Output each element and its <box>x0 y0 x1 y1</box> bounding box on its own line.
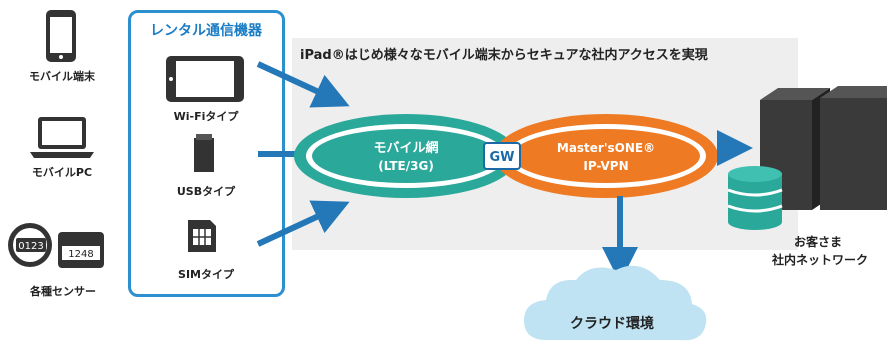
usb-modem-icon <box>194 134 214 172</box>
arrow-wifi <box>256 61 350 108</box>
rental-title: レンタル通信機器 <box>150 23 262 39</box>
smartphone-icon <box>46 10 76 62</box>
cloud-label: クラウド環境 <box>570 315 654 332</box>
mobile-network-label-2: (LTE/3G) <box>378 159 434 173</box>
destination-label-1: お客さま <box>794 234 842 249</box>
headline: iPad®はじめ様々なモバイル端末からセキュアな社内アクセスを実現 <box>300 48 708 63</box>
sim-card-icon <box>188 220 216 252</box>
mobile-network-ellipse-inner <box>312 129 500 183</box>
cloud-icon <box>524 265 707 341</box>
sensor-meter-icon: 0123 1248 <box>8 223 104 268</box>
destination-label-2: 社内ネットワーク <box>771 252 868 267</box>
database-icon <box>727 166 783 230</box>
gw-box <box>483 142 521 170</box>
sensor-label: 各種センサー <box>30 285 96 298</box>
meter-right-value: 1248 <box>68 249 93 260</box>
meter-left-value: 0123 <box>18 241 43 252</box>
laptop-icon <box>30 117 94 158</box>
server-icon <box>760 86 887 210</box>
tablet-icon <box>166 56 244 102</box>
smartphone-label: モバイル端末 <box>29 70 95 83</box>
gw-label: GW <box>489 150 514 165</box>
sim-type-label: SIMタイプ <box>178 268 234 281</box>
pc-label: モバイルPC <box>31 166 93 179</box>
mobile-network-label-1: モバイル網 <box>373 140 438 156</box>
arrow-sim <box>256 200 350 247</box>
vpn-label-1: Master'sONE® <box>557 141 655 155</box>
vpn-label-2: IP-VPN <box>583 159 628 173</box>
vpn-ellipse-inner <box>512 129 700 183</box>
wifi-type-label: Wi-Fiタイプ <box>173 110 239 123</box>
usb-type-label: USBタイプ <box>176 185 236 198</box>
